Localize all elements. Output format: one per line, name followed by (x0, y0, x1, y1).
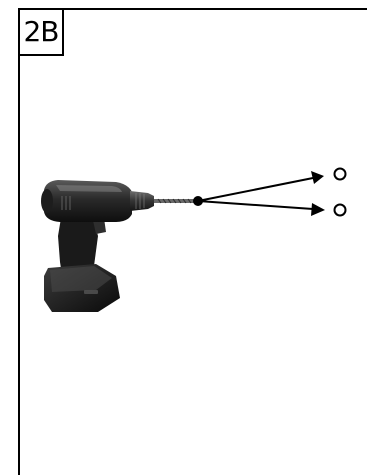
drill-icon (41, 180, 196, 312)
drill-bit (154, 199, 196, 203)
upper-arrow (198, 171, 324, 201)
panel-label: 2B (18, 8, 64, 56)
drill-chuck (130, 191, 154, 211)
lower-target-node (335, 205, 346, 216)
upper-target-node (335, 169, 346, 180)
lower-arrow (198, 201, 325, 216)
